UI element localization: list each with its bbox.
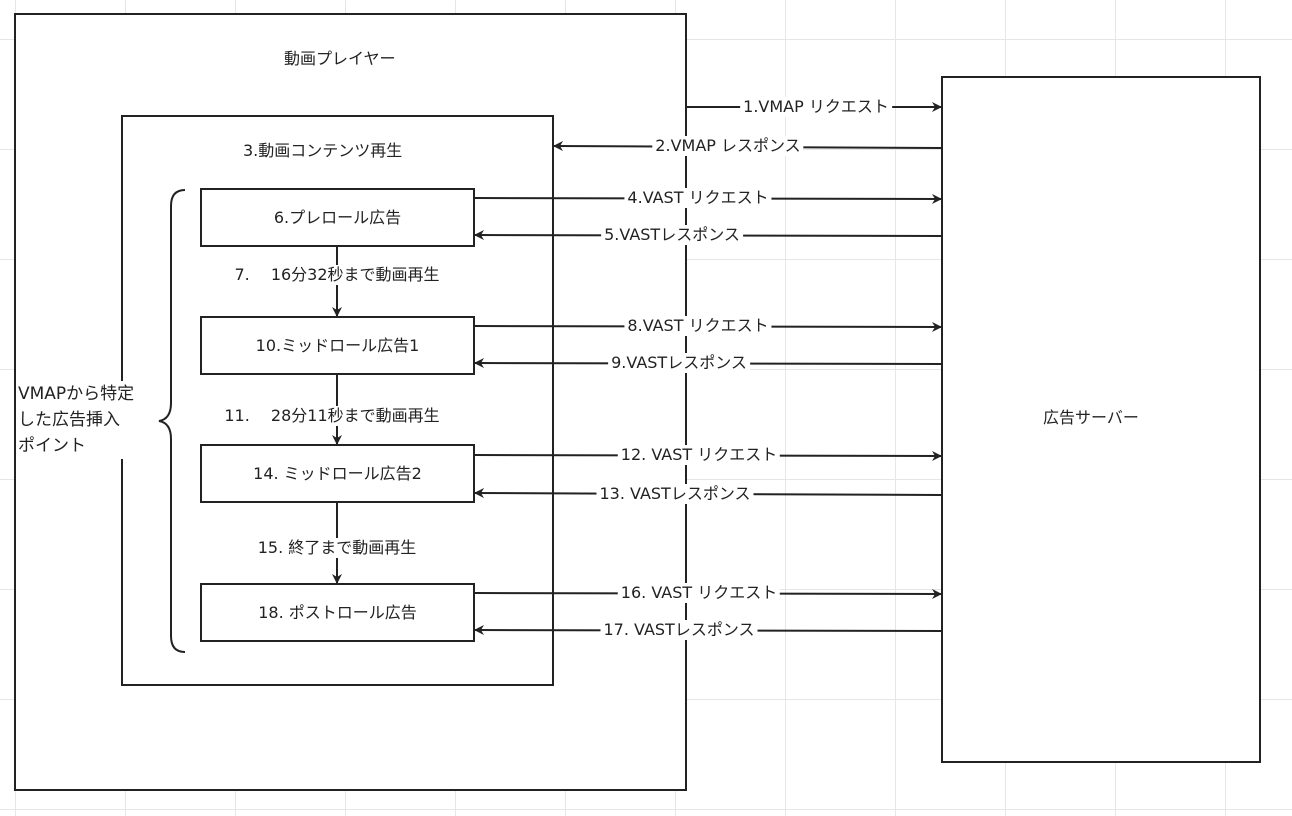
midroll-ad-1-label: 10.ミッドロール広告1 bbox=[255, 335, 420, 355]
midroll-ad-1-box: 10.ミッドロール広告1 bbox=[200, 316, 475, 375]
insertion-point-note-line: ポイント bbox=[18, 436, 86, 456]
playback-step7-label: 7. 16分32秒まで動画再生 bbox=[231, 265, 443, 285]
playback-step11-label: 11. 28分11秒まで動画再生 bbox=[221, 406, 443, 426]
msg-vast-request-4: 4.VAST リクエスト bbox=[624, 188, 772, 208]
preroll-ad-label: 6.プレロール広告 bbox=[273, 207, 402, 227]
msg-vast-request-12: 12. VAST リクエスト bbox=[617, 445, 781, 465]
insertion-point-note-line: VMAPから特定 bbox=[18, 384, 135, 404]
content-playback-title: 3.動画コンテンツ再生 bbox=[243, 141, 403, 160]
preroll-ad-box: 6.プレロール広告 bbox=[200, 188, 475, 247]
msg-vast-response-5: 5.VASTレスポンス bbox=[601, 225, 743, 245]
msg-vast-response-17: 17. VASTレスポンス bbox=[600, 620, 758, 640]
brace-bracket bbox=[158, 189, 186, 653]
msg-vmap-request: 1.VMAP リクエスト bbox=[740, 97, 892, 117]
video-player-title: 動画プレイヤー bbox=[284, 49, 396, 68]
insertion-point-note: VMAPから特定 した広告挿入 ポイント bbox=[18, 381, 135, 459]
msg-vmap-response: 2.VMAP レスポンス bbox=[652, 136, 804, 156]
msg-vast-request-16: 16. VAST リクエスト bbox=[617, 583, 781, 603]
postroll-ad-box: 18. ポストロール広告 bbox=[200, 583, 475, 642]
msg-vast-response-13: 13. VASTレスポンス bbox=[596, 484, 754, 504]
midroll-ad-2-label: 14. ミッドロール広告2 bbox=[253, 463, 422, 483]
postroll-ad-label: 18. ポストロール広告 bbox=[258, 602, 417, 622]
msg-vast-response-9: 9.VASTレスポンス bbox=[608, 353, 750, 373]
playback-step15-label: 15. 終了まで動画再生 bbox=[254, 538, 420, 558]
ad-server-box bbox=[941, 76, 1261, 763]
ad-server-title: 広告サーバー bbox=[1043, 408, 1139, 427]
msg-vast-request-8: 8.VAST リクエスト bbox=[624, 316, 772, 336]
insertion-point-note-line: した広告挿入 bbox=[18, 410, 120, 430]
midroll-ad-2-box: 14. ミッドロール広告2 bbox=[200, 444, 475, 503]
